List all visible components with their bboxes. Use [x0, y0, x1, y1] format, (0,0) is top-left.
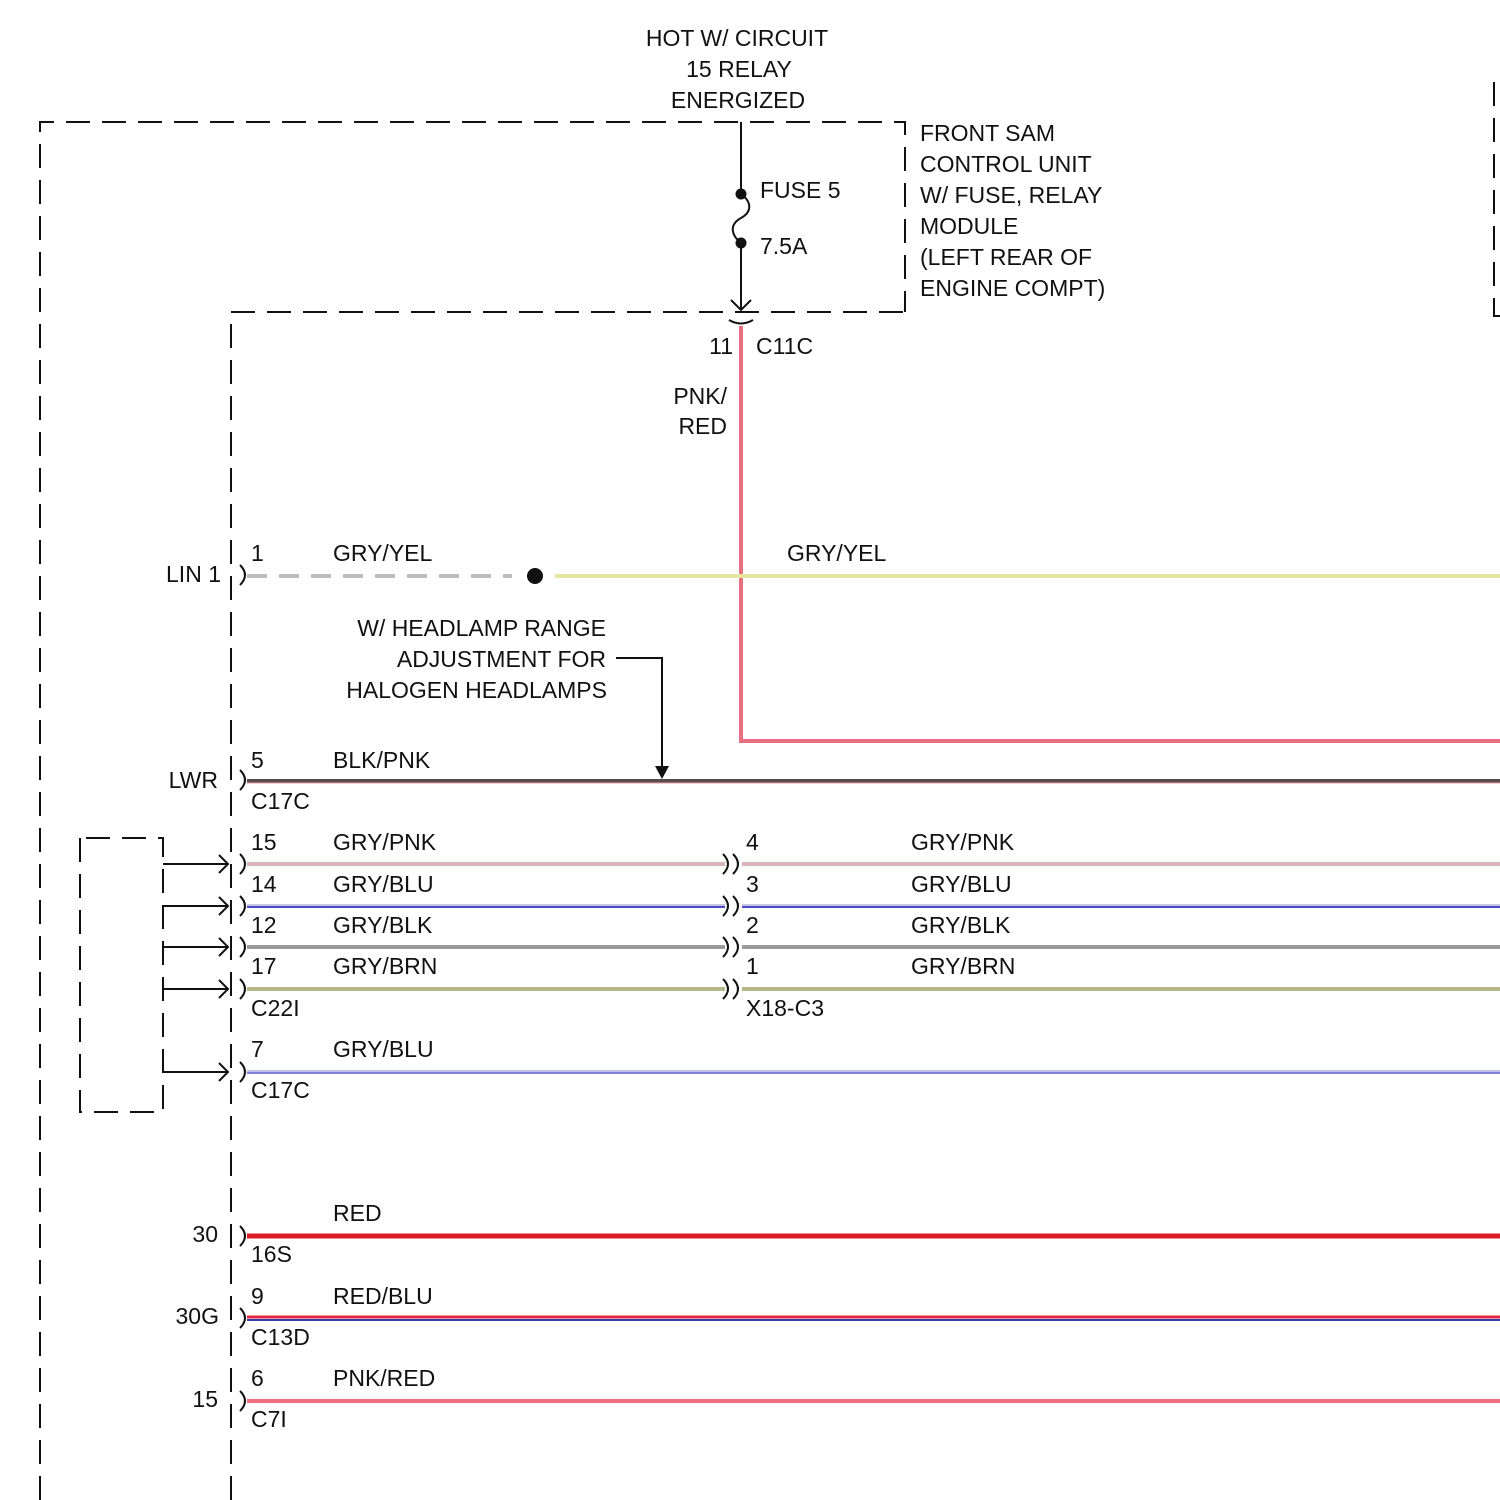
- pin-left: 17: [251, 953, 277, 979]
- lin-pin: 1: [251, 540, 264, 566]
- power-input-15: 15 6 PNK/RED C7I: [192, 1365, 1500, 1432]
- lin-wire-right-label: GRY/YEL: [787, 540, 886, 566]
- terminal-label: 30: [192, 1221, 218, 1247]
- lwr-label: LWR: [169, 767, 218, 793]
- module-name-line-2: CONTROL UNIT: [920, 151, 1092, 177]
- x18-connector-icon: [723, 854, 738, 874]
- module-name-line-5: (LEFT REAR OF: [920, 244, 1092, 270]
- terminal-label: 15: [192, 1386, 218, 1412]
- wire-label-right: GRY/PNK: [911, 829, 1015, 855]
- lin-label: LIN 1: [166, 561, 221, 587]
- note-arrow-icon: [655, 766, 669, 779]
- note-leader-line: [616, 658, 662, 768]
- gry-blu-7-connector: C17C: [251, 1077, 310, 1103]
- c22i-connector-icon: [240, 979, 245, 999]
- sensor-wire-gry-blu: 14 GRY/BLU 3 GRY/BLU: [163, 871, 1500, 916]
- lwr-circuit: LWR 5 BLK/PNK C17C: [169, 747, 1500, 814]
- fuse-rating: 7.5A: [760, 233, 808, 259]
- gry-blu-7-circuit: 7 GRY/BLU C17C: [163, 1036, 1500, 1103]
- lwr-connector-icon: [240, 770, 245, 790]
- wire-label: PNK/RED: [333, 1365, 435, 1391]
- fuse-output-wire-color-2: RED: [678, 413, 727, 439]
- power-source-label: HOT W/ CIRCUIT 15 RELAY ENERGIZED: [646, 25, 828, 113]
- pnk-red-wire-fuse-output: [741, 326, 1500, 741]
- power-source-line-2: 15 RELAY: [686, 56, 792, 82]
- pin-right: 3: [746, 871, 759, 897]
- fuse-output-connector: C11C: [756, 333, 813, 359]
- sensor-wire-gry-pnk: 15 GRY/PNK 4 GRY/PNK: [163, 829, 1500, 874]
- lin-wire-left-label: GRY/YEL: [333, 540, 432, 566]
- lin-splice-dot: [527, 568, 543, 584]
- module-name: FRONT SAM CONTROL UNIT W/ FUSE, RELAY MO…: [920, 120, 1105, 301]
- fuse-output-pin: 11: [709, 333, 733, 359]
- x18-connector-icon: [723, 937, 738, 957]
- fuse-output-circuit: 11 C11C PNK/ RED: [673, 326, 1500, 741]
- power-source-line-1: HOT W/ CIRCUIT: [646, 25, 828, 51]
- note-line-1: W/ HEADLAMP RANGE: [357, 615, 606, 641]
- wire-label-left: GRY/PNK: [333, 829, 437, 855]
- c17c-connector-icon: [240, 1062, 245, 1082]
- gry-blu-7-wire-label: GRY/BLU: [333, 1036, 434, 1062]
- pin-right: 4: [746, 829, 759, 855]
- lin-connector-icon: [240, 565, 245, 585]
- connector-icon: [240, 1226, 245, 1246]
- wire-label-right: GRY/BRN: [911, 953, 1015, 979]
- terminal-label: 30G: [176, 1303, 219, 1329]
- module-name-line-1: FRONT SAM: [920, 120, 1055, 146]
- fuse-output-wire-color-1: PNK/: [673, 383, 727, 409]
- lwr-pin: 5: [251, 747, 264, 773]
- pin-left: 12: [251, 912, 277, 938]
- c22i-connector-icon: [240, 854, 245, 874]
- sensor-wire-gry-brn: 17 GRY/BRN 1 GRY/BRN: [163, 953, 1500, 999]
- x18-connector-icon: [723, 896, 738, 916]
- pin-right: 1: [746, 953, 759, 979]
- lin-1-circuit: LIN 1 1 GRY/YEL GRY/YEL: [166, 540, 1500, 587]
- pin-label: 9: [251, 1283, 264, 1309]
- right-connector-label: X18-C3: [746, 995, 824, 1021]
- power-input-30g: 30G 9 RED/BLU C13D: [176, 1283, 1500, 1350]
- left-connector-label: C22I: [251, 995, 300, 1021]
- connector-label: C7I: [251, 1406, 287, 1432]
- lwr-connector: C17C: [251, 788, 310, 814]
- note-line-3: HALOGEN HEADLAMPS: [346, 677, 607, 703]
- sensor-box-boundary: [80, 838, 163, 1112]
- pin-label: 6: [251, 1365, 264, 1391]
- note-line-2: ADJUSTMENT FOR: [397, 646, 606, 672]
- wire-label-left: GRY/BLU: [333, 871, 434, 897]
- c22i-connector-icon: [240, 937, 245, 957]
- lwr-wire-label: BLK/PNK: [333, 747, 431, 773]
- module-name-line-3: W/ FUSE, RELAY: [920, 182, 1102, 208]
- wire-label-left: GRY/BRN: [333, 953, 437, 979]
- pin-left: 15: [251, 829, 277, 855]
- module-name-line-4: MODULE: [920, 213, 1018, 239]
- right-component-boundary: [1494, 82, 1500, 316]
- x18-connector-icon: [723, 979, 738, 999]
- wire-label-left: GRY/BLK: [333, 912, 433, 938]
- pin-left: 14: [251, 871, 277, 897]
- wire-label: RED/BLU: [333, 1283, 433, 1309]
- wire-label-right: GRY/BLK: [911, 912, 1011, 938]
- module-name-line-6: ENGINE COMPT): [920, 275, 1105, 301]
- wire-label: RED: [333, 1200, 382, 1226]
- sensor-wire-gry-blk: 12 GRY/BLK 2 GRY/BLK: [163, 912, 1500, 957]
- c11c-connector-icon: [729, 320, 753, 324]
- wire-label-right: GRY/BLU: [911, 871, 1012, 897]
- connector-icon: [240, 1391, 245, 1411]
- c22i-connector-icon: [240, 896, 245, 916]
- fuse-name: FUSE 5: [760, 177, 841, 203]
- connector-label: C13D: [251, 1324, 310, 1350]
- connector-label: 16S: [251, 1241, 292, 1267]
- power-input-30: 30 RED 16S: [192, 1200, 1500, 1267]
- gry-blu-7-pin: 7: [251, 1036, 264, 1062]
- power-source-line-3: ENERGIZED: [671, 87, 805, 113]
- fuse-5: FUSE 5 7.5A: [729, 122, 841, 324]
- sensor-wire-group: 15 GRY/PNK 4 GRY/PNK 14 GRY/BLU 3 GRY/BL…: [163, 829, 1500, 1021]
- pin-right: 2: [746, 912, 759, 938]
- outer-control-unit-boundary: [40, 122, 905, 1500]
- connector-icon: [240, 1308, 245, 1328]
- fuse-element-icon: [733, 194, 750, 243]
